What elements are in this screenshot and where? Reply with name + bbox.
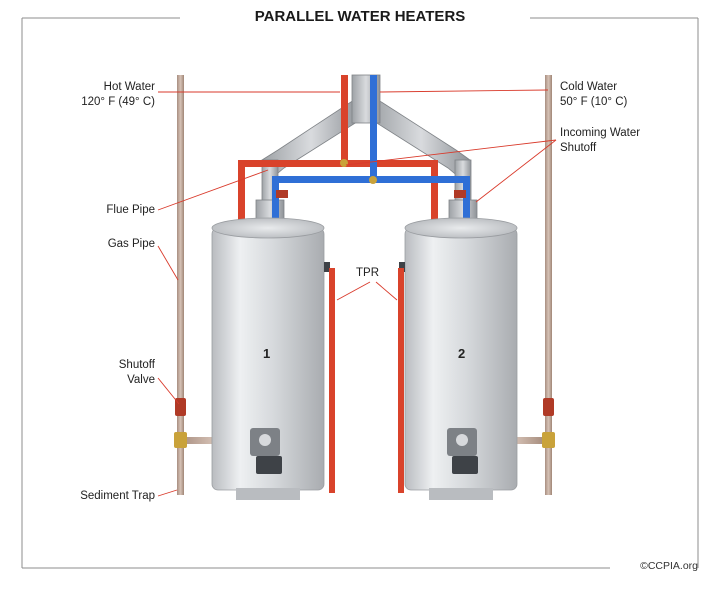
shutoff-valve-right xyxy=(543,398,554,416)
diagram-title: PARALLEL WATER HEATERS xyxy=(254,8,466,25)
cold-water-label-line2: 50° F (10° C) xyxy=(560,96,628,108)
frame xyxy=(21,17,699,569)
sediment-trap-label: Sediment Trap xyxy=(80,490,155,502)
water-heater-2 xyxy=(398,217,518,500)
water-heater-1 xyxy=(211,217,335,500)
shutoff-valve-label: Shutoff Valve xyxy=(60,358,155,388)
heater-1-number: 1 xyxy=(263,346,271,361)
flue-pipe-label: Flue Pipe xyxy=(106,204,155,216)
incoming-shutoff-line2: Shutoff xyxy=(560,142,597,154)
cold-water-pipe xyxy=(272,75,470,224)
hot-water-label-line2: 120° F (49° C) xyxy=(81,96,155,108)
flue-pipe xyxy=(255,74,478,225)
hot-water-label-line1: Hot Water xyxy=(103,81,155,93)
cold-water-label: Cold Water 50° F (10° C) xyxy=(560,80,680,110)
incoming-water-shutoff-label: Incoming Water Shutoff xyxy=(560,126,690,156)
tpr-line-1 xyxy=(329,268,335,493)
gas-pipe-label: Gas Pipe xyxy=(107,238,155,250)
incoming-shutoff-line1: Incoming Water xyxy=(560,127,641,139)
leader-lines xyxy=(157,89,557,497)
cold-water-label-line1: Cold Water xyxy=(560,81,618,93)
hot-water-label: Hot Water 120° F (49° C) xyxy=(60,80,155,110)
shutoff-valve-line2: Valve xyxy=(127,374,155,386)
tpr-label: TPR xyxy=(356,267,379,279)
shutoff-valve-line1: Shutoff xyxy=(118,359,155,371)
tpr-line-2 xyxy=(398,268,404,493)
heater-2-number: 2 xyxy=(458,346,466,361)
copyright-credit: ©CCPIA.org xyxy=(640,560,698,572)
